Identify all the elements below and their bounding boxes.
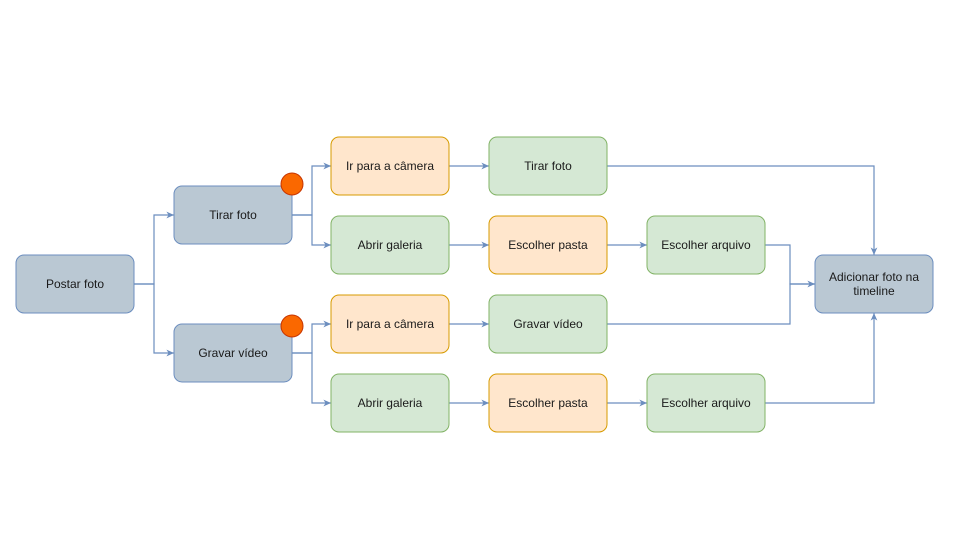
- node-label: Gravar vídeo: [198, 346, 268, 360]
- edge-tirarfoto-to-adicionar: [607, 165, 878, 255]
- node-box: [15, 254, 135, 314]
- node-box: [173, 185, 293, 245]
- connectors: [134, 162, 878, 407]
- node-gravar-video-action: Gravar vídeo: [488, 294, 608, 354]
- edge-gravar-to-galeria: [292, 352, 331, 407]
- node-label: Escolher arquivo: [661, 396, 751, 410]
- node-box: [330, 215, 450, 275]
- node-gravar-video-main: Gravar vídeo: [173, 323, 293, 383]
- marker-gravar-video-icon: [280, 314, 304, 338]
- node-postar-foto: Postar foto: [15, 254, 135, 314]
- node-abrir-galeria-2: Abrir galeria: [330, 373, 450, 433]
- node-box: [646, 215, 766, 275]
- edge-gravarvideo-to-adicionar: [607, 283, 815, 325]
- node-escolher-pasta-2: Escolher pasta: [488, 373, 608, 433]
- node-label: Postar foto: [46, 277, 104, 291]
- edge-postar-to-tirar: [134, 211, 174, 285]
- node-tirar-foto-main: Tirar foto: [173, 185, 293, 245]
- node-box: [488, 215, 608, 275]
- node-box: [173, 323, 293, 383]
- node-label: Escolher pasta: [508, 238, 588, 252]
- marker-tirar-foto-icon: [280, 172, 304, 196]
- node-escolher-arquivo-1: Escolher arquivo: [646, 215, 766, 275]
- node-box: [488, 294, 608, 354]
- node-label: Abrir galeria: [358, 238, 423, 252]
- node-box: [488, 373, 608, 433]
- node-label: Adicionar foto na: [829, 270, 919, 284]
- node-label: Tirar foto: [524, 159, 572, 173]
- node-label: Escolher pasta: [508, 396, 588, 410]
- edge-arquivo1-to-adicionar: [765, 244, 815, 288]
- edge-arquivo2-to-adicionar: [765, 313, 878, 404]
- node-tirar-foto-action: Tirar foto: [488, 136, 608, 196]
- node-label: Escolher arquivo: [661, 238, 751, 252]
- node-label: Tirar foto: [209, 208, 257, 222]
- node-label: timeline: [853, 284, 895, 298]
- node-box: [488, 136, 608, 196]
- node-label: Gravar vídeo: [513, 317, 583, 331]
- node-box: [330, 136, 450, 196]
- edge-tirar-to-galeria: [292, 214, 331, 249]
- node-box: [814, 254, 934, 314]
- edge-postar-to-gravar: [134, 283, 174, 357]
- node-ir-camera-1: Ir para a câmera: [330, 136, 450, 196]
- node-escolher-arquivo-2: Escolher arquivo: [646, 373, 766, 433]
- node-box: [330, 294, 450, 354]
- node-box: [646, 373, 766, 433]
- node-escolher-pasta-1: Escolher pasta: [488, 215, 608, 275]
- node-label: Ir para a câmera: [346, 159, 434, 173]
- node-box: [330, 373, 450, 433]
- node-label: Ir para a câmera: [346, 317, 434, 331]
- node-abrir-galeria-1: Abrir galeria: [330, 215, 450, 275]
- status-markers: [280, 172, 304, 338]
- node-label: Abrir galeria: [358, 396, 423, 410]
- node-ir-camera-2: Ir para a câmera: [330, 294, 450, 354]
